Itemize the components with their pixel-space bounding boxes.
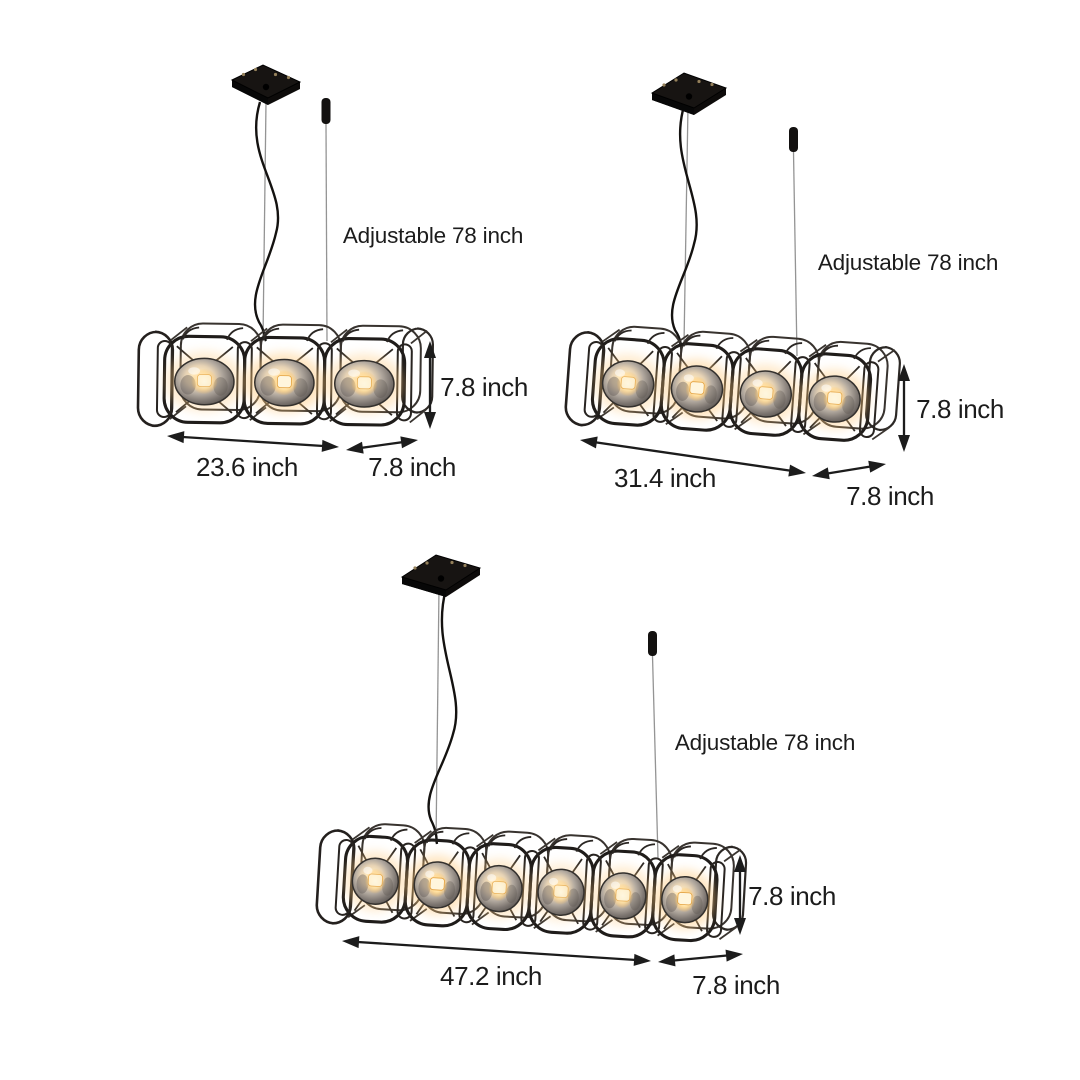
dimension-arrow [346, 436, 418, 454]
dimension-arrow [424, 341, 436, 429]
cage-height-label: 7.8 inch [916, 394, 1004, 424]
suspension-cable [262, 101, 267, 340]
suspension-cable [683, 105, 689, 345]
suspension-cable [792, 151, 798, 357]
glass-bulb [406, 855, 469, 915]
dimension-arrow [812, 460, 886, 480]
glass-bulb [591, 866, 654, 926]
cage-frame [315, 823, 748, 943]
glass-bulb [468, 858, 531, 919]
cage-length-label: 23.6 inch [196, 452, 298, 482]
cage-length-label: 31.4 inch [614, 463, 716, 493]
suspension-cable [325, 123, 328, 342]
cable-grip [789, 127, 798, 152]
adjustable-height-label: Adjustable 78 inch [342, 222, 524, 248]
cable-grip [321, 98, 331, 124]
glass-bulb [800, 369, 870, 429]
dimension-arrow [167, 431, 339, 452]
ceiling-canopy [650, 72, 728, 115]
cage-frame [136, 322, 435, 428]
cage-frame [564, 325, 901, 442]
dimension-arrow [658, 949, 743, 967]
adjustable-height-label: Adjustable 78 inch [674, 729, 856, 755]
cage-depth-label: 7.8 inch [692, 970, 780, 1000]
dimension-arrow [734, 855, 746, 935]
cage-height-label: 7.8 inch [440, 372, 528, 402]
fixture-3-light [136, 64, 436, 454]
dimension-arrow [342, 936, 651, 966]
cage-height-label: 7.8 inch [748, 881, 836, 911]
glass-bulb [530, 862, 592, 923]
power-cord [427, 588, 458, 845]
dimension-arrow [898, 364, 910, 452]
ceiling-canopy [230, 64, 302, 105]
ceiling-canopy [400, 554, 482, 597]
glass-bulb [731, 364, 801, 424]
dimension-arrow [580, 436, 806, 477]
glass-bulb [344, 851, 407, 912]
power-cord [670, 105, 698, 346]
suspension-cable [435, 587, 440, 844]
glass-bulb [324, 353, 405, 414]
glass-bulb [244, 352, 325, 413]
fixture-4-light [564, 72, 910, 480]
power-cord [253, 101, 280, 342]
glass-bulb [593, 354, 663, 414]
cage-depth-label: 7.8 inch [846, 481, 934, 511]
fixture-6-light [315, 554, 748, 967]
glass-bulb [653, 869, 716, 930]
adjustable-height-label: Adjustable 78 inch [817, 249, 999, 275]
suspension-cable [651, 655, 659, 859]
glass-bulb [164, 351, 245, 412]
glass-bulb [662, 359, 732, 419]
cage-length-label: 47.2 inch [440, 961, 542, 991]
cage-depth-label: 7.8 inch [368, 452, 456, 482]
cable-grip [648, 631, 657, 656]
